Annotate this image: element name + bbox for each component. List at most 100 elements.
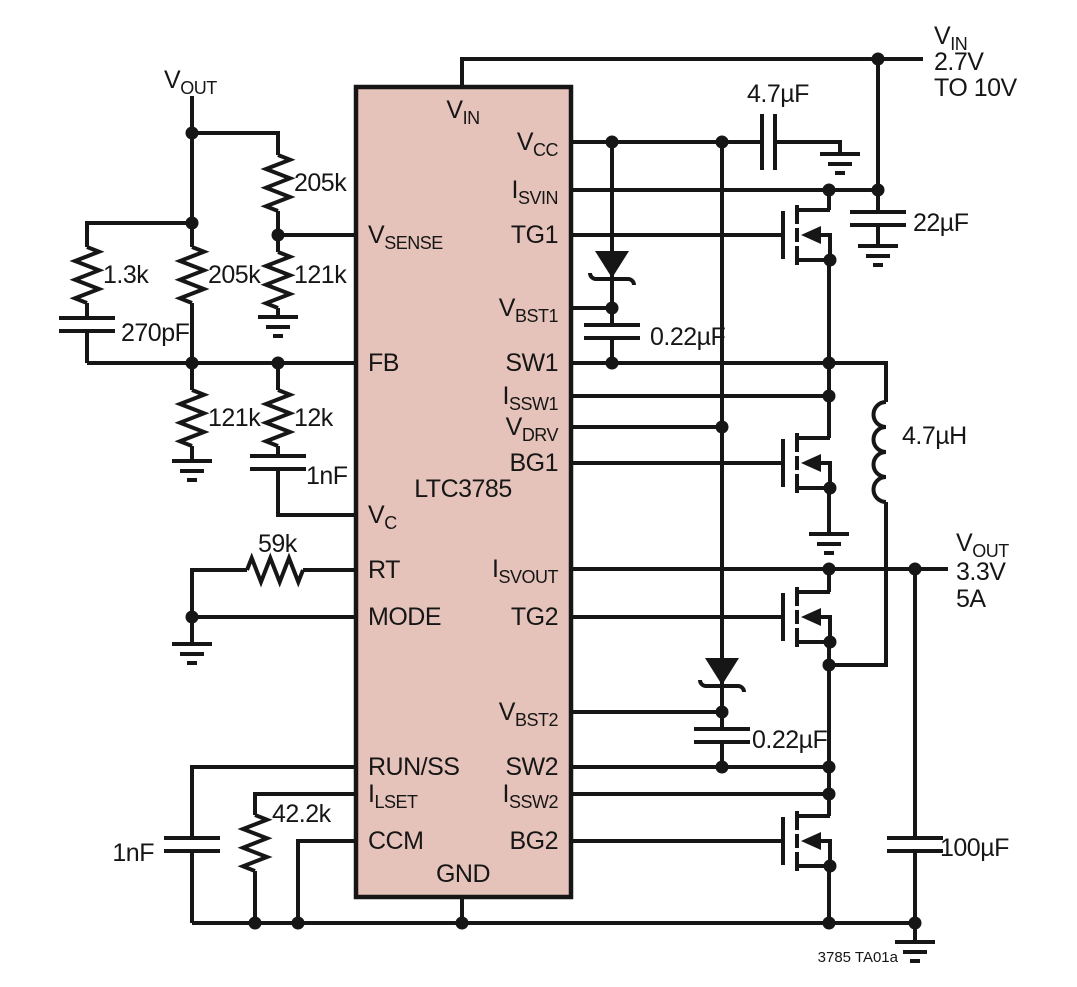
junction-dot (822, 183, 836, 197)
net-ilset (253, 792, 356, 923)
resistor-205k-mid (178, 245, 206, 305)
label-1nf-vc: 1nF (306, 462, 348, 490)
junction-dot (605, 135, 619, 149)
pin-label-vcc: VCC (517, 128, 559, 160)
ground-fb-divider (170, 459, 214, 482)
pin-label-mode: MODE (368, 603, 441, 631)
pin-label-vbst1: VBST1 (499, 294, 559, 326)
label-1k3: 1.3k (103, 261, 149, 289)
capacitor-220nf-top (582, 323, 642, 340)
pin-label-vbst2: VBST2 (499, 698, 559, 730)
label-vout-top: VOUT (164, 66, 217, 98)
ic-part-number: LTC3785 (414, 475, 512, 503)
label-1nf-runss: 1nF (112, 839, 154, 867)
resistor-1k3 (73, 245, 101, 305)
junction-dot (605, 356, 619, 370)
junction-dot (185, 610, 199, 624)
junction-dot (271, 356, 285, 370)
resistor-205k-top (264, 153, 292, 213)
mosfet-bg1 (781, 431, 839, 497)
net-sw1-inductor (571, 361, 888, 667)
junction-dot (822, 787, 836, 801)
pin-label-vin: VIN (446, 96, 479, 128)
junction-dot (185, 216, 199, 230)
net-ccm (296, 839, 356, 923)
label-220nf-top: 0.22µF (650, 323, 726, 351)
mosfet-tg1 (781, 203, 839, 269)
junction-dot (185, 356, 199, 370)
pin-label-runss: RUN/SS (368, 753, 459, 781)
ground-mode (170, 642, 214, 665)
ic-labels: LTC3785 VIN GND VSENSE FB VC RT MODE RUN… (368, 96, 559, 888)
value-labels: VOUT VIN 2.7V TO 10V VOUT 3.3V 5A 205k 1… (103, 22, 1018, 966)
pin-label-isvout: ISVOUT (492, 555, 558, 587)
pin-label-rt: RT (368, 556, 400, 584)
pin-label-sw2: SW2 (505, 753, 558, 781)
pin-label-sw1: SW1 (505, 349, 558, 377)
net-vout-top (190, 96, 280, 223)
junction-dot (871, 52, 885, 66)
capacitor-100uf (885, 836, 945, 853)
label-220nf-bottom: 0.22µF (752, 726, 828, 754)
label-4u7h: 4.7µH (902, 422, 967, 450)
junction-dot (715, 135, 729, 149)
label-121k-fb: 121k (208, 404, 261, 432)
junction-dot (822, 356, 836, 370)
capacitor-22uf (848, 210, 908, 227)
pin-label-bg1: BG1 (509, 449, 558, 477)
diode-vbst1 (588, 249, 636, 287)
label-vin-rail-range: TO 10V (934, 74, 1018, 102)
wires (85, 57, 948, 940)
ground-4u7f (818, 152, 862, 175)
inductor-4u7h (871, 400, 888, 504)
junction-dot (908, 916, 922, 930)
junction-dot (291, 916, 305, 930)
junction-dot (822, 562, 836, 576)
junction-dot (455, 916, 469, 930)
pin-label-vdrv: VDRV (506, 413, 559, 445)
capacitor-1nf-runss (162, 836, 222, 853)
junction-dot (185, 126, 199, 140)
pin-label-vc: VC (368, 501, 397, 533)
net-vcc (571, 140, 842, 152)
junction-dot (605, 301, 619, 315)
resistor-121k-fb (178, 388, 206, 448)
label-vout-rail-voltage: 3.3V (956, 558, 1006, 586)
label-vin-rail-voltage: 2.7V (934, 48, 984, 76)
junction-dot (871, 183, 885, 197)
pin-label-ilset: ILSET (368, 780, 418, 812)
pin-label-issw1: ISSW1 (503, 382, 559, 414)
pin-label-bg2: BG2 (509, 827, 558, 855)
capacitor-4u7f (760, 112, 777, 172)
label-22uf: 22µF (913, 209, 969, 237)
junction-dot (822, 760, 836, 774)
pin-label-tg2: TG2 (511, 603, 558, 631)
ground-22uf (856, 244, 900, 267)
label-205k-top: 205k (294, 169, 347, 197)
label-42k2: 42.2k (272, 800, 332, 828)
junction-dot (715, 705, 729, 719)
ground-bg1-fet (807, 532, 851, 555)
resistor-12k (264, 388, 292, 448)
diode-vbst2 (698, 656, 746, 694)
pin-label-issw2: ISSW2 (503, 780, 559, 812)
label-12k: 12k (294, 404, 334, 432)
junction-dot (715, 420, 729, 434)
label-figure-note: 3785 TA01a (818, 949, 899, 966)
label-270pf: 270pF (121, 319, 190, 347)
net-compensation-branch (85, 221, 194, 363)
junction-dot (822, 389, 836, 403)
label-205k-mid: 205k (208, 261, 261, 289)
pin-label-ccm: CCM (368, 827, 423, 855)
net-rt-mode (190, 568, 356, 642)
label-vout-rail: VOUT (956, 529, 1009, 561)
resistor-42k2 (241, 813, 269, 873)
junction-dot (822, 916, 836, 930)
pin-label-tg1: TG1 (511, 221, 558, 249)
label-4u7f: 4.7µF (747, 80, 809, 108)
pin-label-isvin: ISVIN (512, 176, 558, 208)
junction-dots (185, 52, 922, 930)
resistor-59k (245, 556, 305, 584)
